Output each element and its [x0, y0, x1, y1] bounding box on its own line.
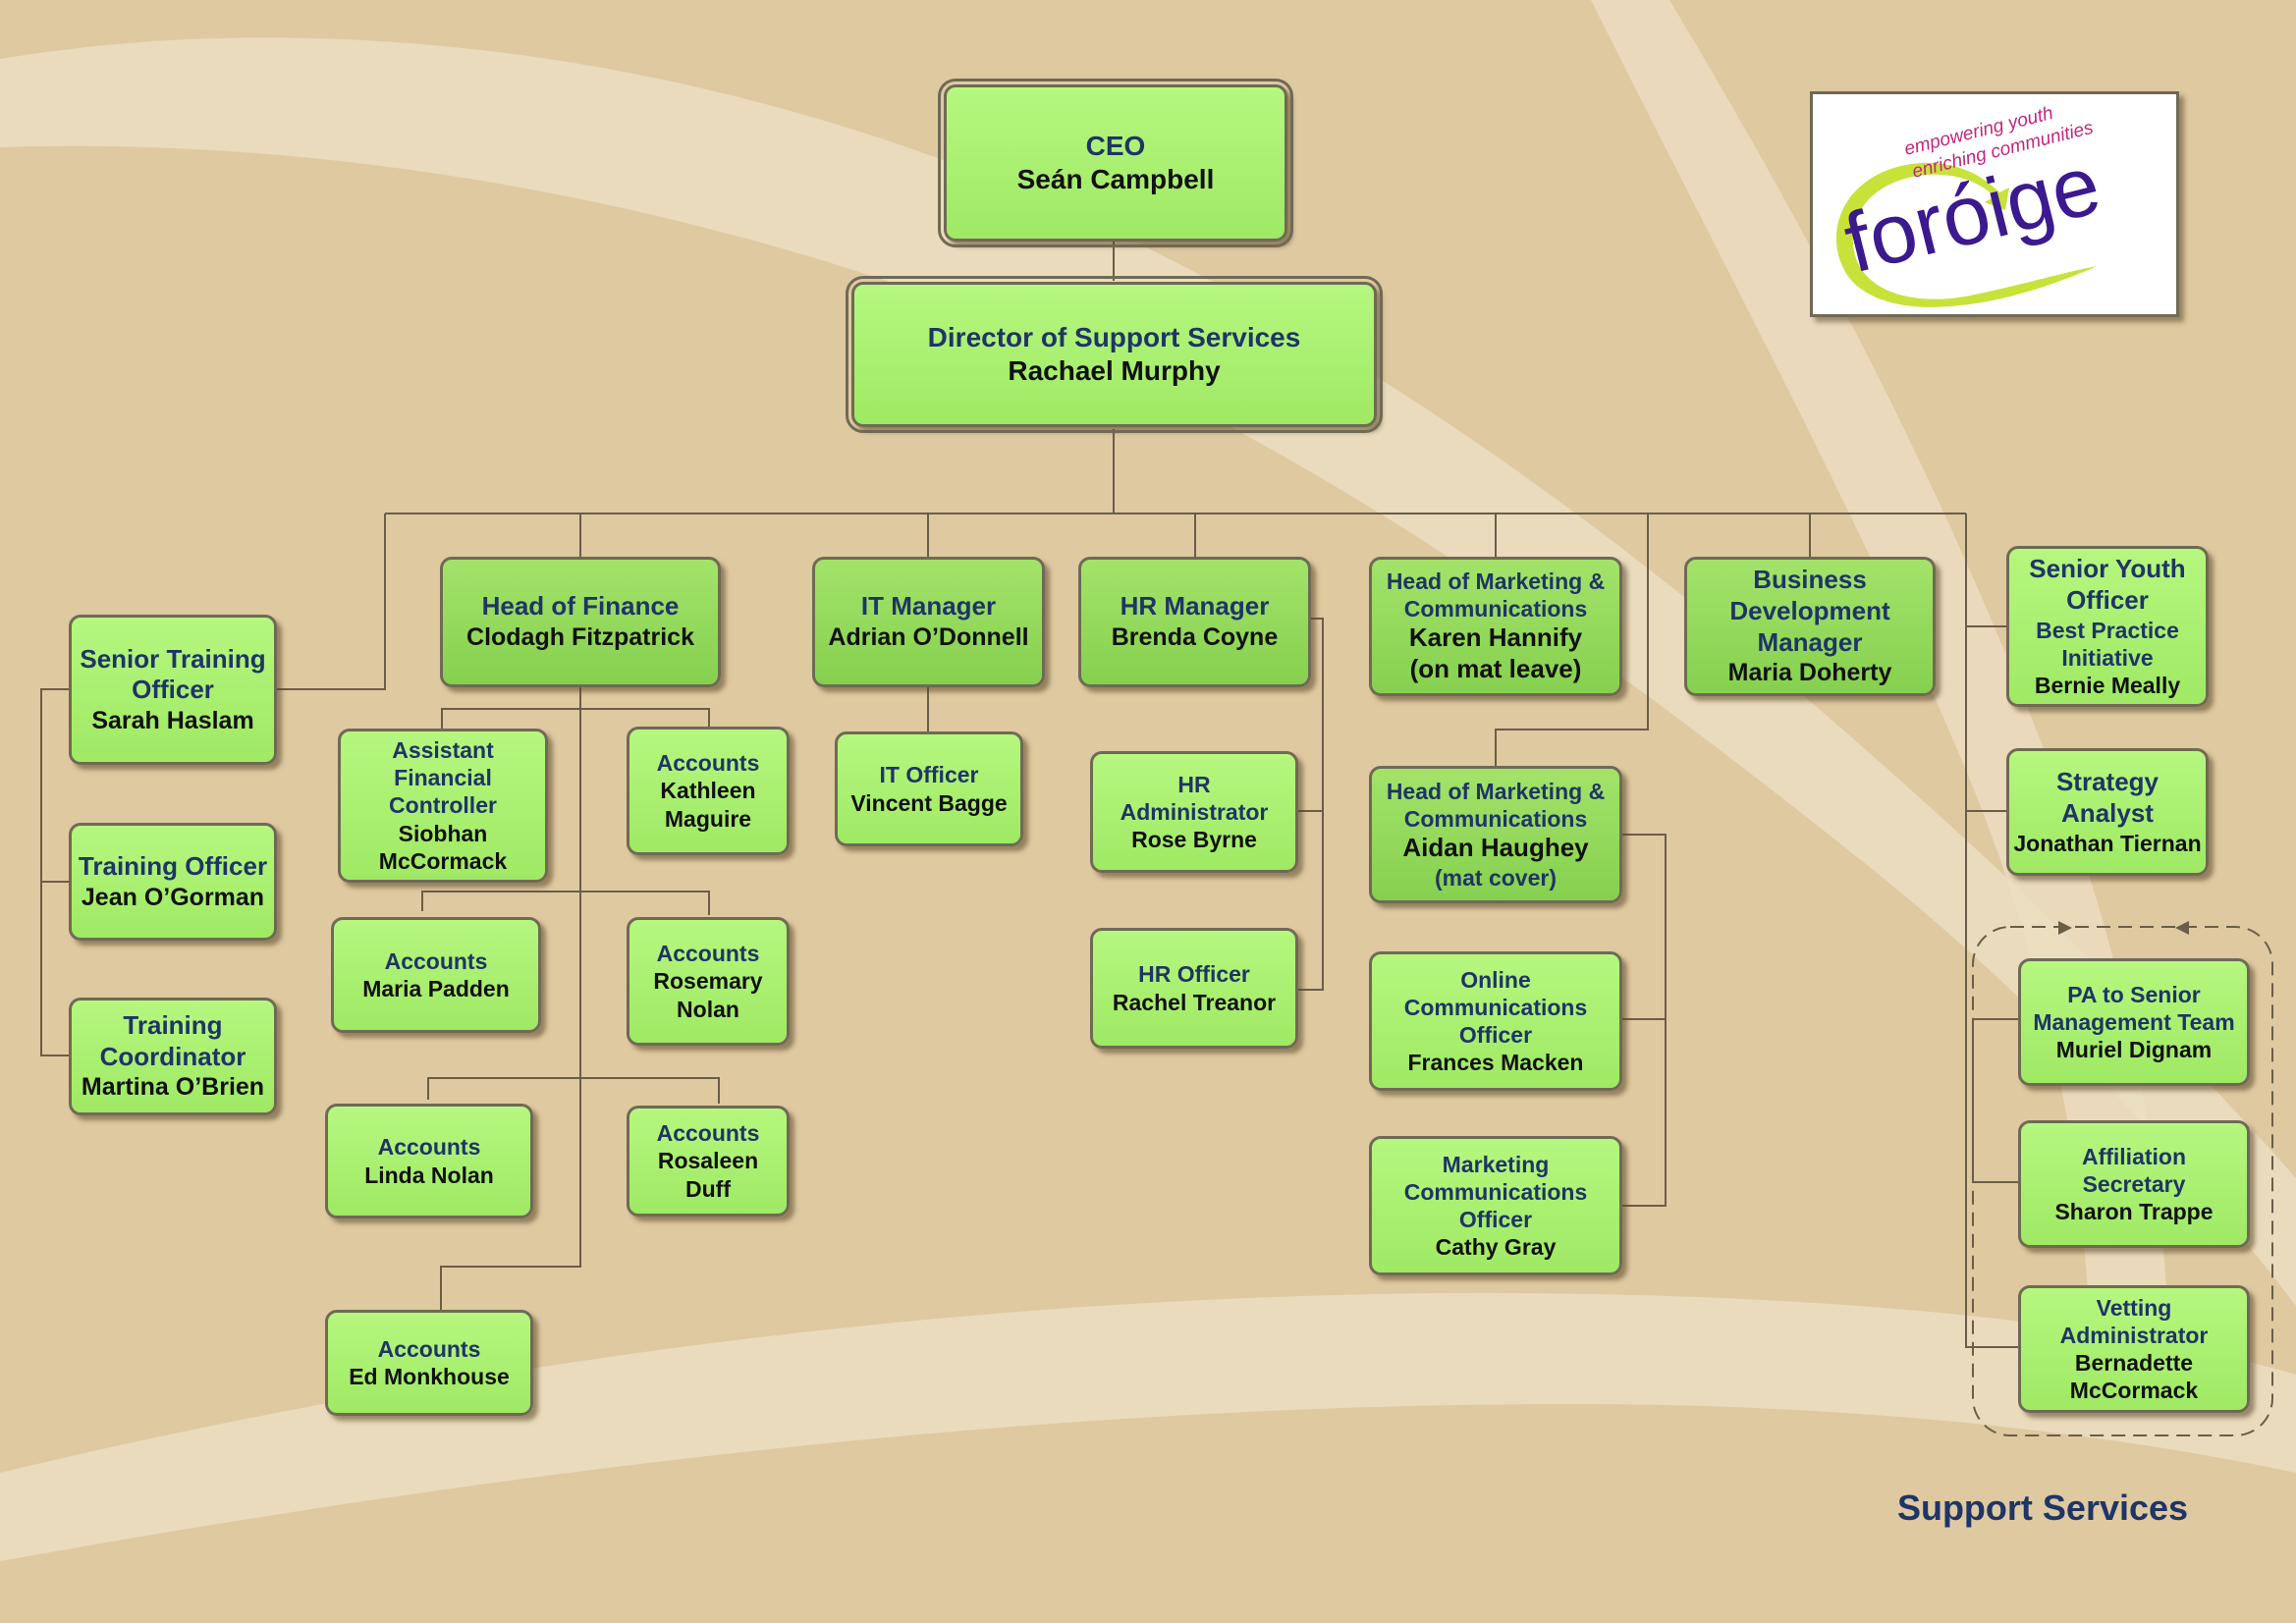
node-name: Vincent Bagge: [850, 789, 1008, 816]
node-title: Accounts: [384, 947, 488, 974]
node-title: Accounts: [377, 1335, 481, 1362]
node-accounts-rosemary-nolan: Accounts Rosemary Nolan: [627, 917, 790, 1046]
node-head-marketing-karen-hannify: Head of Marketing & Communications Karen…: [1369, 557, 1622, 696]
node-accounts-linda-nolan: Accounts Linda Nolan: [325, 1104, 533, 1218]
node-title: Head of Marketing & Communications: [1386, 779, 1606, 833]
node-title: Affiliation Secretary: [2081, 1143, 2187, 1197]
node-name: Maria Padden: [362, 976, 510, 1001]
node-hr-administrator: HR Administrator Rose Byrne: [1090, 751, 1298, 873]
node-name: Jean O’Gorman: [81, 883, 265, 911]
node-training-coordinator: Training Coordinator Martina O’Brien: [69, 998, 277, 1115]
node-business-development-manager: Business Development Manager Maria Doher…: [1684, 557, 1936, 696]
node-title: Training Officer: [78, 850, 268, 881]
node-title: HR Manager: [1120, 591, 1270, 622]
node-online-communications-officer: Online Communications Officer Frances Ma…: [1369, 951, 1622, 1091]
node-name: Bernie Meally: [2034, 672, 2181, 698]
node-name: Clodagh Fitzpatrick: [466, 623, 694, 652]
node-title: Vetting Administrator: [2059, 1294, 2209, 1348]
node-title: Strategy Analyst: [2055, 767, 2159, 828]
node-subtitle: Best Practice Initiative: [2036, 617, 2179, 671]
node-name: Linda Nolan: [364, 1162, 494, 1188]
node-name: Maria Doherty: [1727, 659, 1892, 687]
node-title: Senior Youth Officer: [2029, 554, 2186, 615]
node-marketing-communications-officer: Marketing Communications Officer Cathy G…: [1369, 1136, 1622, 1275]
node-strategy-analyst: Strategy Analyst Jonathan Tiernan: [2006, 748, 2209, 876]
node-name: Muriel Dignam: [2055, 1037, 2213, 1063]
node-title: PA to Senior Management Team: [2033, 981, 2235, 1035]
node-name: Aidan Haughey: [1402, 833, 1589, 863]
node-name: Bernadette McCormack: [2069, 1350, 2199, 1404]
node-title: Accounts: [656, 941, 760, 967]
node-affiliation-secretary: Affiliation Secretary Sharon Trappe: [2018, 1120, 2250, 1248]
node-head-marketing-aidan-haughey: Head of Marketing & Communications Aidan…: [1369, 766, 1622, 903]
node-title: IT Manager: [860, 591, 997, 622]
node-senior-training-officer: Senior Training Officer Sarah Haslam: [69, 615, 277, 765]
node-it-officer: IT Officer Vincent Bagge: [835, 731, 1023, 846]
node-note: (mat cover): [1435, 864, 1557, 891]
node-accounts-kathleen-maguire: Accounts Kathleen Maguire: [627, 727, 790, 855]
node-name: Rachel Treanor: [1112, 989, 1277, 1015]
node-director-support-services: Director of Support Services Rachael Mur…: [846, 276, 1383, 433]
node-title: Marketing Communications Officer: [1403, 1151, 1588, 1232]
node-it-manager: IT Manager Adrian O’Donnell: [812, 557, 1045, 687]
node-title: Head of Marketing & Communications: [1386, 568, 1606, 622]
node-training-officer: Training Officer Jean O’Gorman: [69, 823, 277, 941]
node-name: Sarah Haslam: [91, 706, 254, 734]
node-name: Siobhan McCormack: [378, 820, 508, 874]
node-title: HR Officer: [1138, 961, 1250, 988]
node-title: IT Officer: [879, 762, 979, 788]
node-name: Adrian O’Donnell: [828, 623, 1029, 652]
page-title: Support Services: [1896, 1488, 2189, 1528]
node-name: Frances Macken: [1407, 1050, 1584, 1076]
node-title: Online Communications Officer: [1403, 966, 1588, 1048]
node-name: Rose Byrne: [1131, 827, 1257, 853]
node-pa-senior-management-team: PA to Senior Management Team Muriel Dign…: [2018, 958, 2250, 1086]
node-vetting-administrator: Vetting Administrator Bernadette McCorma…: [2018, 1285, 2250, 1413]
node-name: Jonathan Tiernan: [2013, 830, 2202, 856]
node-title: Senior Training Officer: [80, 643, 266, 705]
node-title: CEO: [1085, 130, 1146, 161]
node-title: Training Coordinator: [99, 1010, 246, 1071]
node-title: Accounts: [656, 1120, 760, 1147]
node-name: Cathy Gray: [1435, 1234, 1557, 1261]
node-hr-officer: HR Officer Rachel Treanor: [1090, 928, 1298, 1049]
node-name: Martina O’Brien: [81, 1073, 265, 1102]
node-title: Accounts: [377, 1134, 481, 1161]
node-name: Kathleen Maguire: [660, 778, 756, 832]
node-name: Sharon Trappe: [2054, 1199, 2214, 1225]
node-name: Karen Hannify (on mat leave): [1408, 622, 1583, 684]
node-accounts-maria-padden: Accounts Maria Padden: [331, 917, 541, 1033]
node-title: Assistant Financial Controller: [389, 737, 497, 819]
node-hr-manager: HR Manager Brenda Coyne: [1078, 557, 1311, 687]
logo-graphic: empowering youth enriching communities f…: [1835, 103, 2109, 307]
node-title: Accounts: [656, 750, 760, 777]
node-name: Ed Monkhouse: [349, 1364, 510, 1389]
node-title: HR Administrator: [1120, 771, 1269, 825]
node-ceo: CEO Seán Campbell: [938, 79, 1293, 247]
node-head-of-finance: Head of Finance Clodagh Fitzpatrick: [440, 557, 721, 687]
node-name: Rosemary Nolan: [653, 968, 763, 1022]
node-title: Business Development Manager: [1729, 565, 1890, 657]
node-accounts-ed-monkhouse: Accounts Ed Monkhouse: [325, 1310, 533, 1416]
node-title: Director of Support Services: [927, 321, 1301, 352]
node-senior-youth-officer: Senior Youth Officer Best Practice Initi…: [2006, 546, 2209, 707]
foroige-logo: empowering youth enriching communities f…: [1810, 91, 2179, 317]
node-name: Brenda Coyne: [1111, 623, 1279, 652]
node-name: Rachael Murphy: [1008, 355, 1221, 386]
node-name: Rosaleen Duff: [657, 1148, 759, 1202]
node-name: Seán Campbell: [1016, 164, 1215, 194]
node-assistant-financial-controller: Assistant Financial Controller Siobhan M…: [338, 729, 548, 883]
node-title: Head of Finance: [481, 591, 680, 622]
node-accounts-rosaleen-duff: Accounts Rosaleen Duff: [627, 1106, 790, 1217]
